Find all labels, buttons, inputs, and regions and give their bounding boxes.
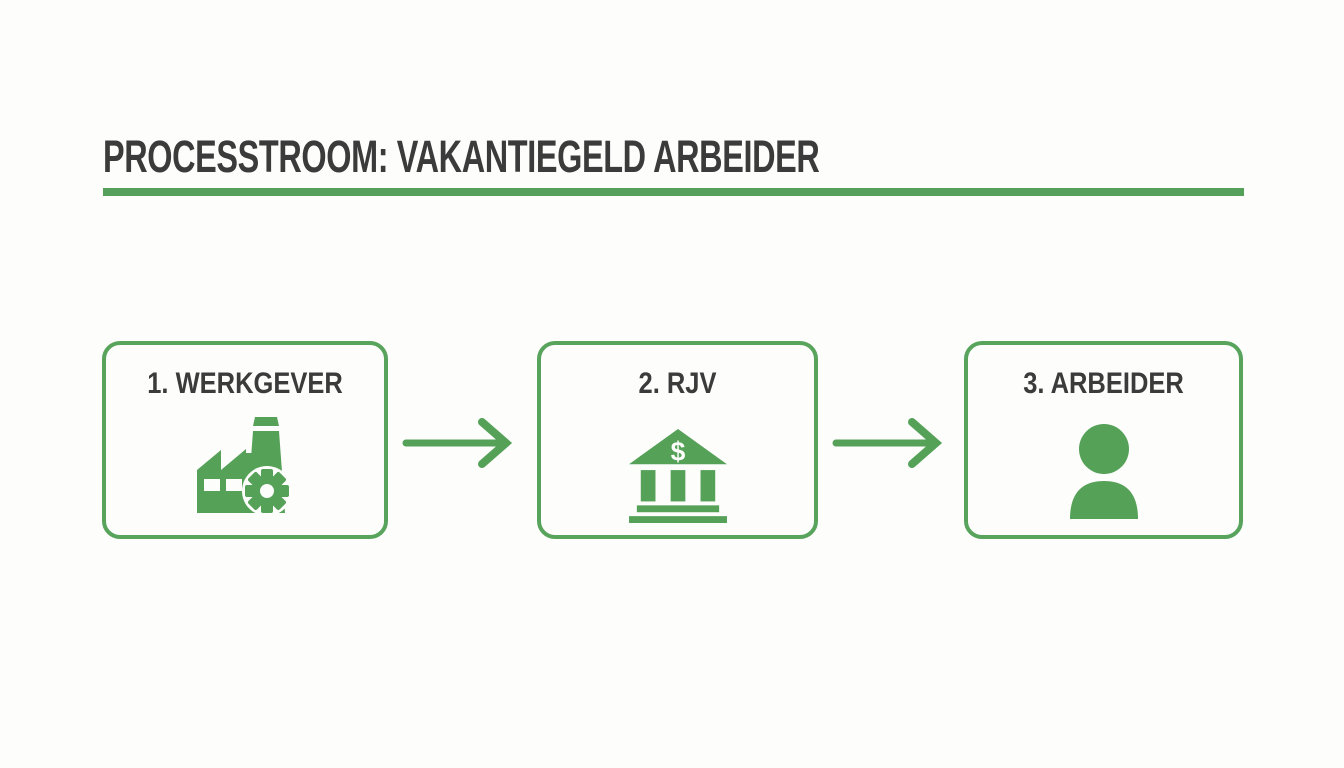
arrow-right-icon [832,418,943,468]
person-icon [1069,424,1138,519]
step-label: 3. ARBEIDER [1023,367,1184,400]
step-label: 2. RJV [638,367,717,400]
flow-step-arbeider: 3. ARBEIDER [964,341,1243,539]
bank-dollar-icon: $ [628,428,727,523]
dollar-glyph: $ [670,436,685,466]
flow-step-werkgever: 1. WERKGEVER [102,341,388,539]
arrow-right-icon [402,418,513,468]
title-underline [103,188,1244,196]
factory-gear-icon [197,417,292,516]
step-label: 1. WERKGEVER [147,367,343,400]
flow-step-rjv: 2. RJV $ [537,341,818,539]
page-title: PROCESSTROOM: VAKANTIEGELD ARBEIDER [103,131,820,182]
